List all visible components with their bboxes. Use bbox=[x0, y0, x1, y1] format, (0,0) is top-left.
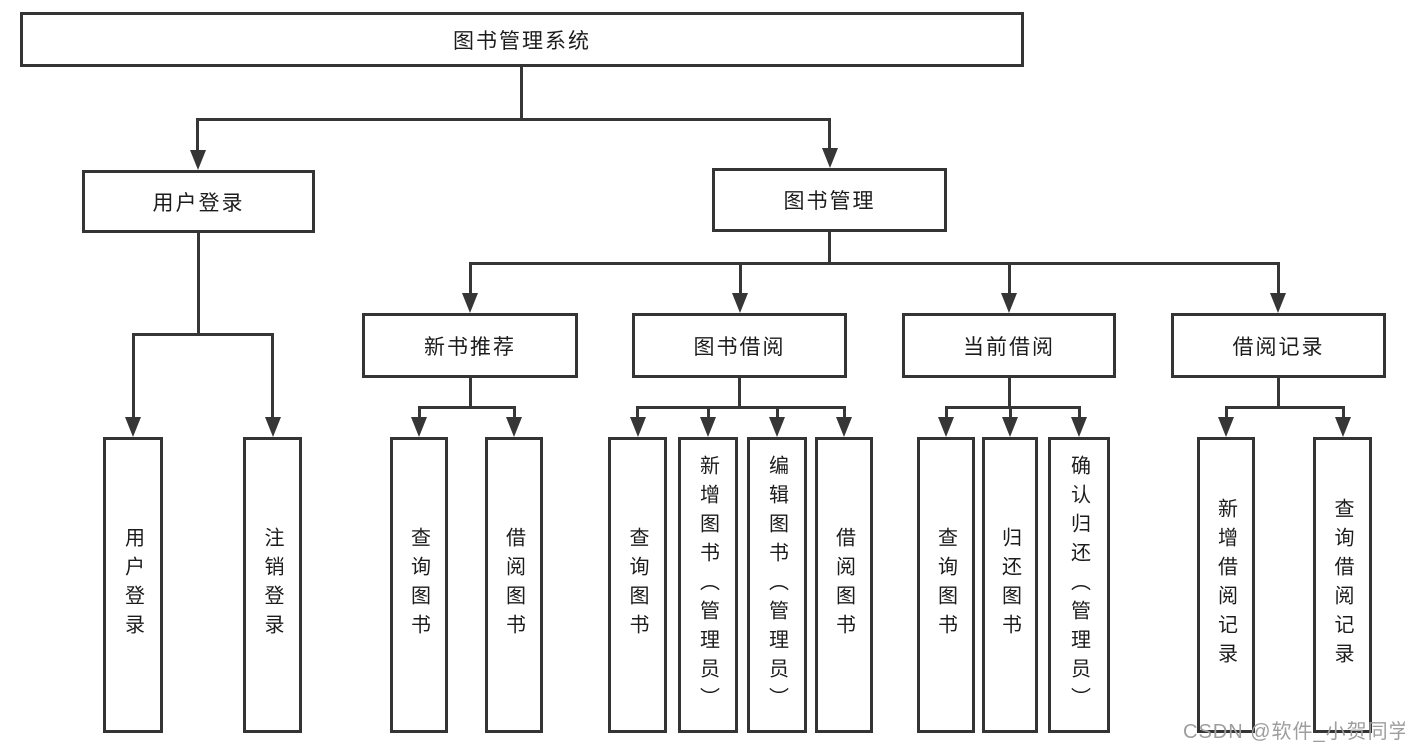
connector-line bbox=[775, 405, 779, 419]
node-cb-return-book: 归还图书 bbox=[982, 437, 1038, 733]
node-br-add-record: 新增借阅记录 bbox=[1197, 437, 1255, 733]
node-cb-confirm-return-admin-label: 确认归还（管理员） bbox=[1067, 454, 1090, 716]
connector-line bbox=[636, 405, 639, 419]
connector-line bbox=[512, 405, 516, 419]
node-nb-borrow-book-label: 借阅图书 bbox=[502, 527, 525, 643]
node-logout-label: 注销登录 bbox=[261, 527, 283, 643]
node-bb-edit-book-admin-label: 编辑图书（管理员） bbox=[765, 454, 788, 716]
connector-line bbox=[944, 405, 948, 419]
connector-line bbox=[828, 117, 831, 150]
node-book-borrow: 图书借阅 bbox=[632, 313, 847, 378]
connector-line bbox=[271, 333, 274, 418]
arrowhead-down bbox=[836, 417, 852, 437]
connector-line bbox=[1341, 405, 1345, 419]
arrowhead-down bbox=[1270, 293, 1286, 313]
arrowhead-down bbox=[629, 417, 646, 437]
node-borrow-records: 借阅记录 bbox=[1171, 313, 1386, 378]
connector-line bbox=[131, 333, 274, 336]
node-bb-edit-book-admin: 编辑图书（管理员） bbox=[747, 437, 807, 733]
arrowhead-down bbox=[769, 417, 785, 437]
arrowhead-down bbox=[411, 417, 427, 437]
arrowhead-down bbox=[189, 150, 206, 170]
arrowhead-down bbox=[938, 417, 954, 437]
connector-line bbox=[1077, 405, 1081, 419]
connector-line bbox=[1224, 405, 1228, 419]
connector-line bbox=[1276, 378, 1280, 408]
node-br-query-record-label: 查询借阅记录 bbox=[1331, 498, 1353, 672]
node-nb-query-book: 查询图书 bbox=[390, 437, 448, 733]
node-cb-return-book-label: 归还图书 bbox=[998, 527, 1021, 643]
arrowhead-down bbox=[732, 293, 748, 313]
arrowhead-down bbox=[264, 417, 281, 437]
connector-line bbox=[1008, 405, 1012, 419]
node-borrow-records-label: 借阅记录 bbox=[1232, 335, 1325, 359]
connector-line bbox=[1276, 262, 1280, 294]
node-nb-query-book-label: 查询图书 bbox=[407, 527, 430, 643]
connector-line bbox=[417, 405, 516, 409]
node-user-login-label: 用户登录 bbox=[152, 191, 245, 215]
arrowhead-down bbox=[1071, 417, 1087, 437]
node-new-book-recommend-label: 新书推荐 bbox=[424, 335, 516, 359]
node-bb-query-book: 查询图书 bbox=[608, 437, 667, 733]
connector-line bbox=[196, 117, 831, 121]
arrowhead-down bbox=[1002, 417, 1018, 437]
node-user-login: 用户登录 bbox=[82, 170, 315, 233]
node-br-query-record: 查询借阅记录 bbox=[1313, 437, 1372, 733]
arrowhead-down bbox=[1335, 417, 1351, 437]
node-cb-confirm-return-admin: 确认归还（管理员） bbox=[1048, 437, 1110, 733]
connector-line bbox=[738, 378, 741, 408]
node-cb-query-book-label: 查询图书 bbox=[934, 527, 957, 643]
node-bb-borrow-book: 借阅图书 bbox=[815, 437, 873, 733]
connector-line bbox=[417, 405, 421, 419]
node-bb-borrow-book-label: 借阅图书 bbox=[832, 527, 855, 643]
connector-line bbox=[944, 405, 1081, 409]
connector-line bbox=[828, 232, 831, 264]
connector-line bbox=[196, 117, 199, 152]
node-current-borrow-label: 当前借阅 bbox=[963, 335, 1055, 359]
connector-line bbox=[131, 333, 135, 418]
node-book-management: 图书管理 bbox=[712, 168, 947, 232]
node-cb-query-book: 查询图书 bbox=[917, 437, 975, 733]
watermark: CSDN @软件_小贺同学 bbox=[1183, 721, 1405, 743]
arrowhead-down bbox=[1218, 417, 1234, 437]
connector-line bbox=[706, 405, 710, 419]
connector-line bbox=[519, 67, 523, 119]
node-bb-add-book-admin-label: 新增图书（管理员） bbox=[696, 454, 719, 716]
connector-line bbox=[197, 233, 200, 335]
node-root: 图书管理系统 bbox=[20, 12, 1024, 67]
node-book-borrow-label: 图书借阅 bbox=[693, 335, 786, 359]
node-bb-query-book-label: 查询图书 bbox=[626, 527, 648, 643]
node-nb-borrow-book: 借阅图书 bbox=[485, 437, 543, 733]
connector-line bbox=[1007, 262, 1011, 294]
node-book-management-label: 图书管理 bbox=[783, 190, 876, 213]
connector-line bbox=[636, 405, 846, 409]
connector-line bbox=[468, 378, 472, 408]
node-current-borrow: 当前借阅 bbox=[902, 313, 1116, 378]
arrowhead-down bbox=[506, 417, 522, 437]
connector-line bbox=[842, 405, 846, 419]
arrowhead-down bbox=[462, 293, 478, 313]
arrowhead-down bbox=[125, 417, 141, 437]
node-br-add-record-label: 新增借阅记录 bbox=[1214, 498, 1237, 672]
node-bb-add-book-admin: 新增图书（管理员） bbox=[678, 437, 738, 733]
connector-line bbox=[468, 262, 1280, 265]
connector-line bbox=[738, 262, 742, 294]
node-new-book-recommend: 新书推荐 bbox=[362, 313, 578, 378]
arrowhead-down bbox=[1001, 293, 1017, 313]
arrowhead-down bbox=[700, 417, 716, 437]
node-logout: 注销登录 bbox=[243, 437, 302, 733]
node-login-label: 用户登录 bbox=[121, 527, 144, 643]
connector-line bbox=[1007, 378, 1011, 408]
connector-line bbox=[468, 262, 472, 294]
node-login: 用户登录 bbox=[103, 437, 163, 733]
node-root-label: 图书管理系统 bbox=[453, 29, 591, 53]
arrowhead-down bbox=[821, 148, 838, 168]
connector-line bbox=[1224, 405, 1345, 409]
